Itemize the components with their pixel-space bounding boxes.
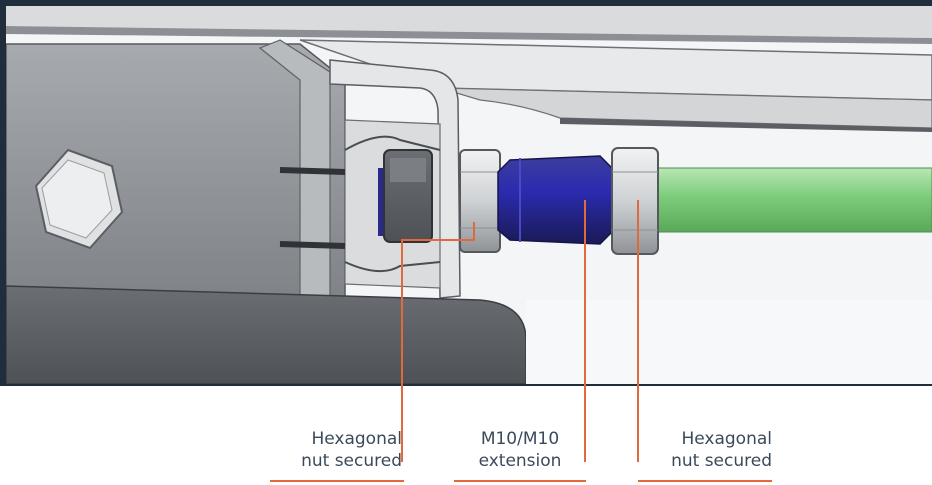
callout-middle-line1: M10/M10 bbox=[480, 429, 560, 449]
large-hex-bolt bbox=[34, 148, 124, 250]
callout-left-line1: Hexagonal bbox=[311, 429, 402, 449]
callout-right-nut: Hexagonal nut secured bbox=[640, 428, 772, 472]
leader-lines bbox=[401, 200, 639, 462]
middle-hexagonal-nut bbox=[459, 149, 501, 253]
callout-extension: M10/M10 extension bbox=[454, 428, 586, 472]
leader-line-left bbox=[401, 222, 475, 462]
green-tube bbox=[649, 167, 932, 233]
lower-base bbox=[6, 285, 527, 384]
callout-right-line1: Hexagonal bbox=[681, 429, 772, 449]
m10-extension bbox=[497, 155, 613, 245]
callout-left-nut: Hexagonal nut secured bbox=[262, 428, 402, 472]
right-hexagonal-nut bbox=[611, 147, 659, 255]
left-hexagonal-nut bbox=[378, 149, 433, 243]
callout-middle-line2: extension bbox=[478, 451, 562, 471]
callout-left-line2: nut secured bbox=[301, 451, 402, 471]
callout-right-line2: nut secured bbox=[671, 451, 772, 471]
callout-right-underline bbox=[638, 480, 772, 482]
callout-left-underline bbox=[270, 480, 404, 482]
callout-middle-underline bbox=[454, 480, 586, 482]
